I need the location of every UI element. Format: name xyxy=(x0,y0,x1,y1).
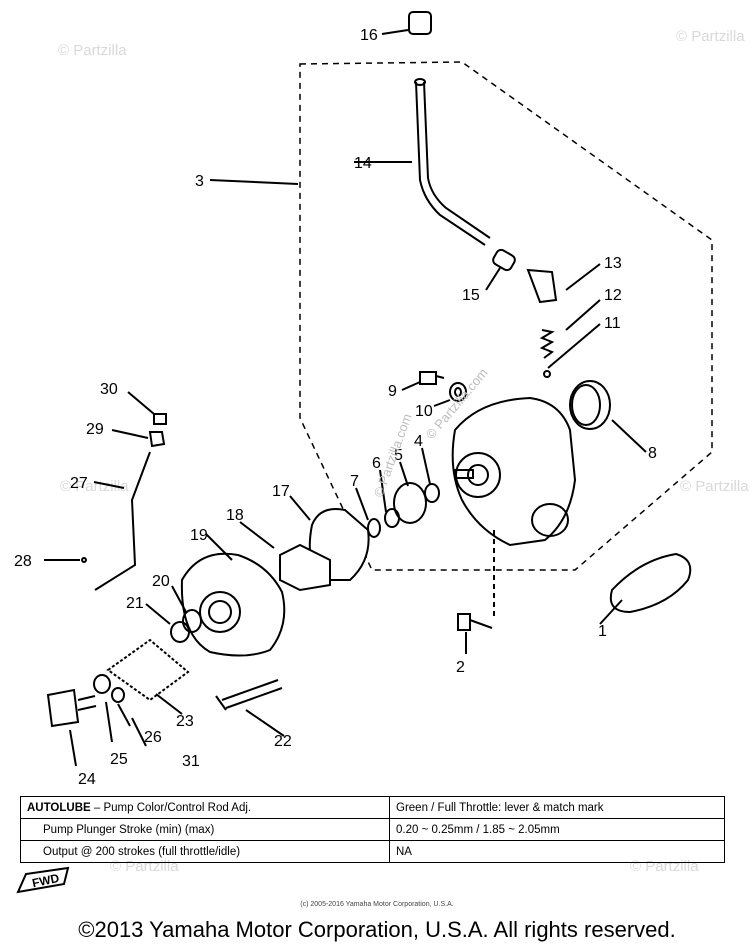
callout-18: 18 xyxy=(226,507,244,524)
watermark: © Partzilla xyxy=(58,42,127,59)
callout-16: 16 xyxy=(360,27,378,44)
pump-body xyxy=(451,396,577,547)
part-9-bolt xyxy=(419,371,445,385)
spec-label: AUTOLUBE – Pump Color/Control Rod Adj. xyxy=(20,796,390,819)
part-2-bolt xyxy=(457,613,493,631)
spec-label-rest: – Pump Color/Control Rod Adj. xyxy=(90,801,252,814)
part-13-fitting xyxy=(526,268,558,304)
callout-31: 31 xyxy=(182,753,200,770)
small-copyright: (c) 2005-2016 Yamaha Motor Corporation, … xyxy=(300,901,454,908)
part-1-gasket xyxy=(609,552,692,614)
callout-10: 10 xyxy=(415,403,433,420)
part-26-washer xyxy=(111,687,125,703)
spec-value: Green / Full Throttle: lever & match mar… xyxy=(389,796,725,819)
spec-label-prefix: AUTOLUBE xyxy=(27,801,91,814)
part-4-oring xyxy=(424,483,440,503)
callout-3: 3 xyxy=(195,173,204,190)
callout-7: 7 xyxy=(350,473,359,490)
spec-label: Pump Plunger Stroke (min) (max) xyxy=(20,818,390,841)
part-27-rod xyxy=(94,451,151,591)
callout-24: 24 xyxy=(78,771,96,788)
part-22-bolt xyxy=(215,679,283,711)
main-copyright: ©2013 Yamaha Motor Corporation, U.S.A. A… xyxy=(78,917,676,942)
part-25-washer xyxy=(93,674,111,694)
callout-30: 30 xyxy=(100,381,118,398)
assembly-outline xyxy=(299,61,713,571)
callout-26: 26 xyxy=(144,729,162,746)
part-16-cap xyxy=(408,11,432,35)
spec-label: Output @ 200 strokes (full throttle/idle… xyxy=(20,840,390,863)
spec-row: AUTOLUBE – Pump Color/Control Rod Adj. G… xyxy=(20,796,725,819)
part-5-disc xyxy=(393,482,427,524)
part-24-bolt xyxy=(46,688,80,728)
part-29-nut xyxy=(148,431,166,448)
watermark: © Partzilla xyxy=(676,28,745,45)
callout-21: 21 xyxy=(126,595,144,612)
callout-4: 4 xyxy=(414,433,423,450)
part-21-clip xyxy=(170,621,190,643)
callout-12: 12 xyxy=(604,287,622,304)
callout-19: 19 xyxy=(190,527,208,544)
callout-14: 14 xyxy=(354,155,372,172)
part-20-seal xyxy=(182,609,202,633)
watermark: © Partzilla xyxy=(60,478,129,495)
callout-22: 22 xyxy=(274,733,292,750)
callout-28: 28 xyxy=(14,553,32,570)
part-11-ball xyxy=(543,370,551,378)
callout-9: 9 xyxy=(388,383,397,400)
callout-8: 8 xyxy=(648,445,657,462)
part-12-spring xyxy=(539,329,555,359)
part-6-washer xyxy=(384,508,400,528)
callout-29: 29 xyxy=(86,421,104,438)
spec-row: Pump Plunger Stroke (min) (max) 0.20 ~ 0… xyxy=(20,818,725,841)
spec-value: 0.20 ~ 0.25mm / 1.85 ~ 2.05mm xyxy=(389,818,725,841)
spec-table: AUTOLUBE – Pump Color/Control Rod Adj. G… xyxy=(20,796,725,863)
callout-27: 27 xyxy=(70,475,88,492)
callout-2: 2 xyxy=(456,659,465,676)
fwd-label: FWD xyxy=(31,871,61,890)
callout-15: 15 xyxy=(462,287,480,304)
part-14-hose xyxy=(415,81,486,246)
callout-20: 20 xyxy=(152,573,170,590)
spec-row: Output @ 200 strokes (full throttle/idle… xyxy=(20,840,725,863)
watermark: © Partzilla xyxy=(680,478,749,495)
part-7-gear xyxy=(367,518,381,538)
part-10-washer xyxy=(449,382,467,402)
part-30-nut xyxy=(153,413,167,425)
fwd-arrow-icon: FWD xyxy=(16,866,70,894)
callout-13: 13 xyxy=(604,255,622,272)
callout-6: 6 xyxy=(372,455,381,472)
callout-5: 5 xyxy=(394,447,403,464)
part-8-cover xyxy=(569,380,611,430)
part-19-cover xyxy=(180,552,286,657)
callout-1: 1 xyxy=(598,623,607,640)
part-18-gear xyxy=(279,543,331,592)
callout-25: 25 xyxy=(110,751,128,768)
callout-17: 17 xyxy=(272,483,290,500)
parts-diagram: 1 2 3 4 5 6 7 8 9 10 11 12 13 14 15 16 1… xyxy=(14,11,713,788)
spec-value: NA xyxy=(389,840,725,863)
callout-11: 11 xyxy=(604,315,621,332)
callout-23: 23 xyxy=(176,713,194,730)
part-23-plate xyxy=(106,638,190,702)
part-15-clip xyxy=(492,248,516,272)
part-28-pin xyxy=(81,557,87,563)
